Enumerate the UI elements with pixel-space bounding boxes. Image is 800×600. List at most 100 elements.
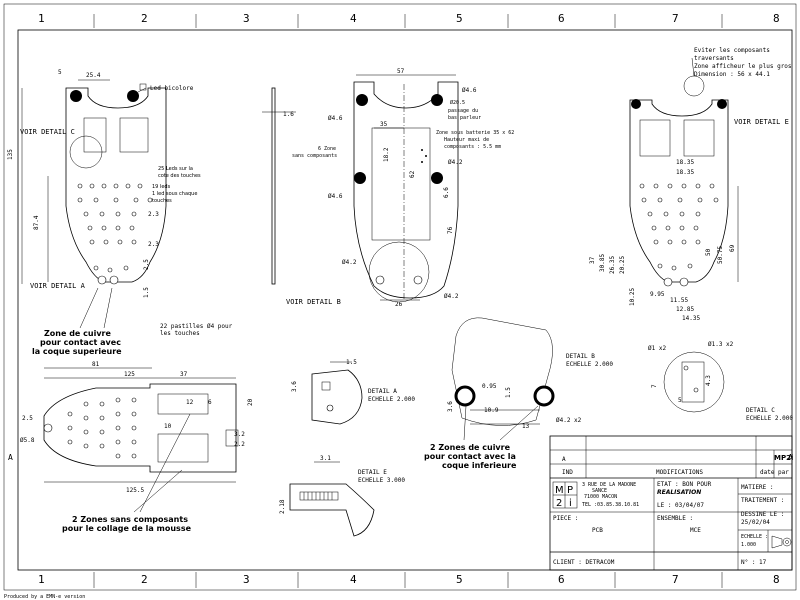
svg-text:pour contact avec: pour contact avec [40, 338, 121, 347]
svg-text:les touches: les touches [160, 330, 200, 337]
view-5-board-horizontal: 81 125 125.5 37 Ø5.8 2.5 12 10 6 20 3.2 … [20, 361, 254, 494]
afficheur-note: Eviter les composants traversants Zone a… [691, 47, 792, 78]
tb-traitement: TRAITEMENT : [741, 497, 784, 504]
svg-text:2 Zones sans composants: 2 Zones sans composants [72, 515, 188, 524]
detail-a-scale: ECHELLE 2.000 [368, 396, 415, 403]
tb-dessine-label: DESSINE LE : [741, 511, 784, 518]
tb-mp2i-corner: MP2i [774, 454, 793, 462]
dim-18-35a: 18.35 [676, 159, 694, 166]
svg-text:touches: touches [152, 198, 172, 204]
dim-26-35: 26.35 [609, 256, 616, 274]
zones-sans-composants-note: 2 Zones sans composants pour le collage … [62, 413, 192, 533]
svg-text:passage du: passage du [448, 108, 478, 114]
detail-b: 0.95 10.9 13 Ø4.2 x2 3.6 1.5 DETAIL B EC… [447, 317, 613, 430]
voir-detail-c-label: VOIR DETAIL C [20, 128, 75, 136]
dim-18-35b: 18.35 [676, 169, 694, 176]
column-markers-bottom: 1 2 3 4 5 6 7 8 [38, 572, 780, 588]
tb-piece-label: PIECE : [553, 515, 578, 522]
tb-address-3: 71000 MACON [584, 494, 617, 500]
dim-125: 125 [124, 371, 135, 378]
dim-57: 57 [397, 68, 405, 75]
dim-phi-4-6-top-right: Ø4.6 [462, 87, 477, 94]
dim-phi-4-6-left: Ø4.6 [328, 115, 343, 122]
dim-135: 135 [7, 149, 14, 160]
hp-note: Ø20.5 passage du bas parleur [448, 99, 481, 121]
dim-phi-1-x2: Ø1 x2 [648, 345, 666, 352]
svg-text:P: P [567, 485, 573, 496]
dim-2-3b: 2.3 [148, 241, 159, 248]
dim-3-1-detail-e: 3.1 [320, 455, 331, 462]
dim-30-85: 30.85 [599, 254, 606, 272]
dim-phi-4-2-bottom: Ø4.2 [444, 293, 459, 300]
svg-text:bas parleur: bas parleur [448, 115, 481, 121]
tb-modifications: MODIFICATIONS [656, 469, 703, 476]
dim-0-95-detail-b: 0.95 [482, 383, 497, 390]
svg-text:Dimension : 56 x 44.1: Dimension : 56 x 44.1 [694, 71, 770, 78]
dim-37: 37 [589, 256, 596, 264]
tb-ind: IND [562, 469, 573, 476]
svg-text:la coque superieure: la coque superieure [32, 347, 122, 356]
voir-detail-b-label: VOIR DETAIL B [286, 298, 341, 306]
title-block: A MP2i IND MODIFICATIONS date par M P 2 … [549, 435, 793, 571]
col-5-bottom: 5 [456, 573, 463, 586]
voir-detail-a-label: VOIR DETAIL A [30, 282, 86, 290]
detail-a-title: DETAIL A [368, 388, 397, 395]
dim-6-6: 6.6 [443, 187, 450, 198]
svg-text:i: i [569, 498, 572, 509]
svg-text:2 Zones de cuivre: 2 Zones de cuivre [430, 443, 511, 452]
dim-25-4: 25.4 [86, 72, 101, 79]
dim-phi-1-3-x2: Ø1.3 x2 [708, 341, 734, 348]
tb-etat-value: REALISATION [657, 489, 701, 496]
dim-2-5-v5: 2.5 [22, 415, 33, 422]
col-7-top: 7 [672, 12, 679, 25]
col-3-top: 3 [243, 12, 250, 25]
tb-date: date [760, 469, 775, 476]
tb-number: N° : 17 [741, 559, 767, 566]
dim-5-detail-c: 5 [678, 397, 682, 404]
row-marker-left: A [8, 453, 13, 462]
svg-text:Ø20.5: Ø20.5 [450, 99, 465, 106]
dim-50-75: 50.75 [717, 246, 724, 264]
dim-26: 26 [395, 301, 403, 308]
dim-125-5: 125.5 [126, 487, 144, 494]
tb-ensemble-value: MCE [690, 527, 701, 534]
svg-text:Zone afficheur le plus gros: Zone afficheur le plus gros [694, 63, 792, 70]
col-6-bottom: 6 [558, 573, 565, 586]
view-3-board-back: 57 Ø4.6 Ø4.6 Ø4.6 35 18.2 62 Ø4.2 Ø4.2 Ø… [328, 68, 477, 308]
detail-b-scale: ECHELLE 2.000 [566, 361, 613, 368]
dim-phi-4-6-low: Ø4.6 [328, 193, 343, 200]
dim-1-5: 1.5 [143, 287, 150, 298]
mp2i-logo: M P 2 i [552, 481, 578, 509]
dim-7-detail-c: 7 [651, 384, 658, 388]
tb-par: par [778, 469, 789, 476]
svg-text:coque inferieure: coque inferieure [442, 461, 517, 470]
tb-matiere: MATIERE : [741, 484, 774, 491]
dim-87-4: 87.4 [33, 215, 40, 230]
detail-c-scale: ECHELLE 2.000 [746, 415, 793, 422]
dim-10-25: 10.25 [629, 288, 636, 306]
tb-le-label: LE : 03/04/07 [657, 502, 704, 509]
tb-piece-value: PCB [592, 527, 603, 534]
footer-credit: Produced by a EMN-e version [4, 594, 85, 600]
dim-37-v5: 37 [180, 371, 188, 378]
dim-1-5-detail-a: 1.5 [346, 359, 357, 366]
dim-12-v5: 12 [186, 399, 194, 406]
dim-phi-4-2-x2: Ø4.2 x2 [556, 417, 582, 424]
dim-11-55: 11.55 [670, 297, 688, 304]
projection-symbol [771, 535, 792, 549]
svg-text:cote des touches: cote des touches [158, 173, 201, 179]
svg-text:1 led sous chaque: 1 led sous chaque [152, 191, 197, 197]
svg-text:M: M [555, 485, 564, 496]
svg-text:19 leds: 19 leds [152, 184, 171, 190]
dim-69: 69 [729, 244, 736, 252]
svg-text:traversants: traversants [694, 55, 734, 62]
svg-text:Zone de cuivre: Zone de cuivre [44, 329, 111, 338]
dim-50: 50 [705, 248, 712, 256]
view-4-board-right: 18.35 18.35 37 30.85 26.35 20.25 10.25 9… [589, 75, 739, 322]
cuivre-note-top: Zone de cuivre pour contact avec la coqu… [32, 287, 122, 356]
col-1-top: 1 [38, 12, 45, 25]
svg-text:Zone sous batterie 35 x 62: Zone sous batterie 35 x 62 [436, 130, 514, 136]
col-3-bottom: 3 [243, 573, 250, 586]
detail-e: 3.1 2.18 DETAIL E ECHELLE 3.000 [279, 455, 405, 537]
